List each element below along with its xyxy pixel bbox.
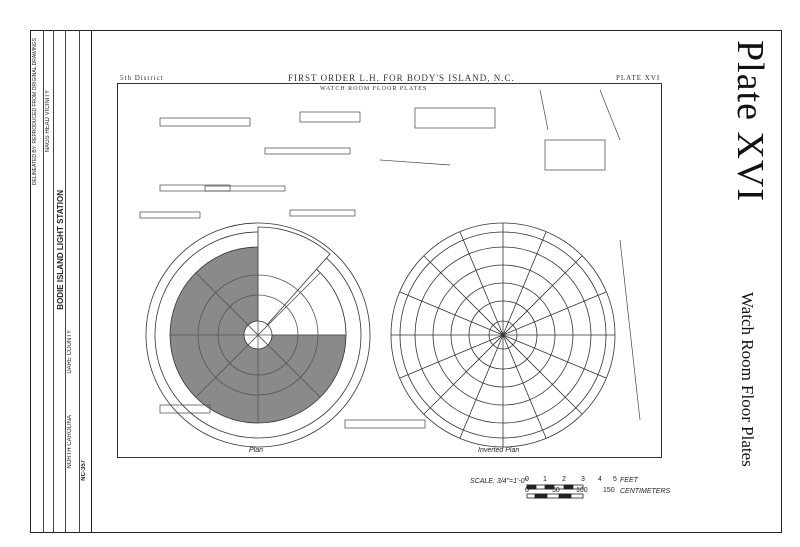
section-details — [139, 89, 641, 429]
title-block-strip: DELINEATED BY: REPRODUCED FROM ORIGINAL … — [30, 30, 92, 533]
cm-tick: 50 — [552, 487, 560, 494]
drawing-header: FIRST ORDER L.H. FOR BODY'S ISLAND, N.C. — [288, 73, 515, 83]
cm-tick: 100 — [576, 487, 588, 494]
feet-tick: 1 — [543, 476, 547, 483]
plan-label: Plan — [249, 447, 264, 454]
scale-bar — [526, 484, 584, 499]
strip-col-4 — [66, 30, 80, 533]
cm-tick: 0 — [525, 487, 529, 494]
drawing-frame — [117, 83, 662, 458]
cm-tick: 150 — [603, 487, 615, 494]
plate-title: Plate XVI — [729, 40, 771, 203]
feet-tick: 0 — [525, 476, 529, 483]
strip-col-1 — [30, 30, 44, 533]
feet-tick: 4 — [598, 476, 602, 483]
feet-tick: 2 — [562, 476, 566, 483]
scale-label: SCALE: 3/4"=1'-0" — [470, 478, 528, 485]
strip-col-2 — [44, 30, 54, 533]
cm-unit: CENTIMETERS — [620, 488, 671, 495]
section-title: WATCH ROOM FLOOR PLATES — [320, 86, 428, 92]
feet-tick: 3 — [581, 476, 585, 483]
sheet-border — [30, 30, 782, 533]
feet-unit: FEET — [620, 477, 638, 484]
inverted-plan-drawing — [390, 222, 616, 448]
district-label: 5th District — [120, 74, 164, 82]
plan-drawing — [145, 222, 371, 448]
strip-col-3 — [54, 30, 66, 533]
plate-number: PLATE XVI — [616, 74, 661, 82]
plate-subtitle: Watch Room Floor Plates — [738, 292, 757, 467]
inverted-plan-label: Inverted Plan — [478, 447, 520, 454]
feet-tick: 5 — [613, 476, 617, 483]
